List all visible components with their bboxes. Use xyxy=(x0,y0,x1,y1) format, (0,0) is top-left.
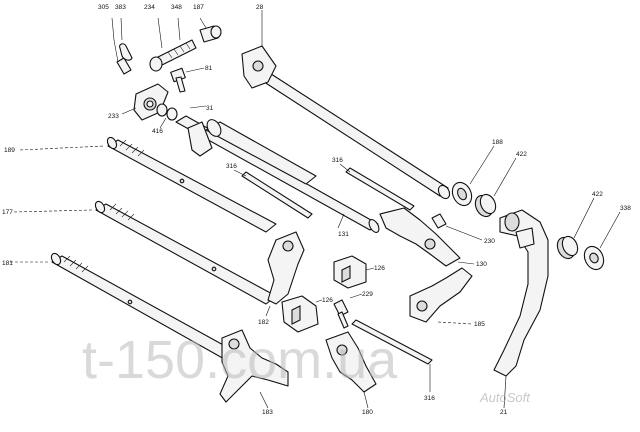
watermark-brand: AutoSoft xyxy=(479,390,531,405)
callout-182: 182 xyxy=(258,319,269,326)
plug-part xyxy=(199,17,222,43)
callout-233: 233 xyxy=(108,113,119,120)
callout-130: 130 xyxy=(476,261,487,268)
callout-338: 338 xyxy=(620,205,631,212)
callout-187: 187 xyxy=(193,4,204,11)
clamp-bolt-part xyxy=(149,17,197,72)
bushing-422-lower-part xyxy=(556,197,595,260)
callout-81: 81 xyxy=(205,65,213,72)
callout-305: 305 xyxy=(98,4,109,11)
callout-234: 234 xyxy=(144,4,155,11)
callout-316-middle: 316 xyxy=(332,157,343,164)
shift-fork-182-part xyxy=(265,231,305,317)
leader-131 xyxy=(337,213,345,229)
callout-416: 416 xyxy=(152,128,163,135)
callout-348: 348 xyxy=(171,4,182,11)
callout-126-upper: 126 xyxy=(374,265,385,272)
callout-126-lower: 126 xyxy=(322,297,333,304)
bolt-229-part xyxy=(333,293,363,329)
shift-fork-183-part xyxy=(219,329,289,409)
callout-188: 188 xyxy=(492,139,503,146)
bushing-422-upper-part xyxy=(474,157,517,218)
shift-fork-185-part xyxy=(409,267,473,325)
callout-183: 183 xyxy=(262,409,273,416)
pin-316-lower-part xyxy=(351,319,433,392)
rod-31-part xyxy=(175,105,380,233)
bolt-230-part xyxy=(431,213,483,241)
callout-31: 31 xyxy=(206,105,214,112)
callout-131: 131 xyxy=(338,231,349,238)
callout-185: 185 xyxy=(474,321,485,328)
callout-28: 28 xyxy=(256,4,264,11)
callout-383: 383 xyxy=(115,4,126,11)
callout-316-lower: 316 xyxy=(424,395,435,402)
callout-180: 180 xyxy=(362,409,373,416)
shift-rod-28-part xyxy=(241,10,451,200)
watermark-site: t-150.com.ua xyxy=(82,330,398,390)
callout-422-lower: 422 xyxy=(592,191,603,198)
splined-shaft-189-part xyxy=(19,136,277,233)
pin-316-middle-part xyxy=(339,163,415,211)
callout-230: 230 xyxy=(484,238,495,245)
split-pin-part xyxy=(119,17,133,61)
callout-21: 21 xyxy=(500,409,508,416)
callout-189: 189 xyxy=(4,147,15,154)
shift-fork-130-part xyxy=(379,207,475,267)
lever-part xyxy=(121,83,169,121)
washer-338-part xyxy=(583,211,621,271)
shift-fork-180-part xyxy=(325,331,377,409)
cotter-pin-part xyxy=(111,17,132,75)
washer-part xyxy=(156,103,178,129)
selector-lever-21-part xyxy=(493,209,549,409)
stop-bolt-part xyxy=(170,67,205,93)
washer-188-part xyxy=(451,145,495,207)
pin-316-upper-part xyxy=(233,169,313,219)
block-126-upper-part xyxy=(333,255,375,289)
callout-316-upper: 316 xyxy=(226,163,237,170)
callout-229: 229 xyxy=(362,291,373,298)
shaft-with-collar-part xyxy=(205,119,317,185)
callout-181: 181 xyxy=(2,260,13,267)
callout-422-upper: 422 xyxy=(516,151,527,158)
block-126-lower-part xyxy=(281,295,323,333)
callout-177: 177 xyxy=(2,209,13,216)
